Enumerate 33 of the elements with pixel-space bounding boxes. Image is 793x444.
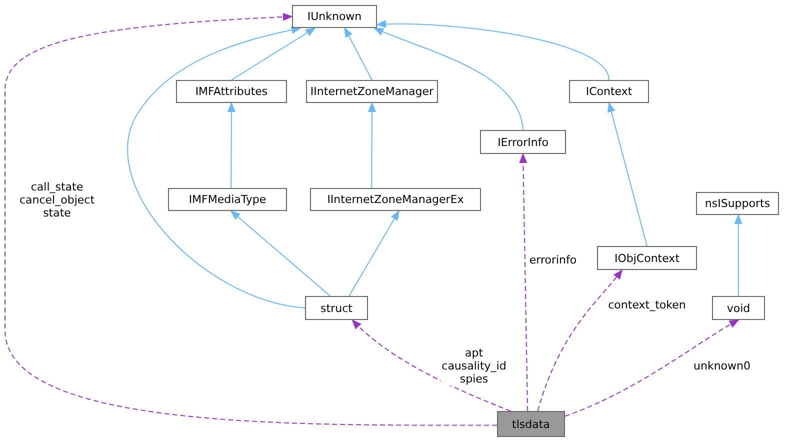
arrow — [344, 27, 372, 80]
arrow — [127, 26, 306, 308]
arrow — [231, 27, 316, 80]
dashed-arrow — [537, 269, 623, 412]
dashed-arrow — [4, 12, 498, 426]
class-box: IMFMediaType — [168, 188, 287, 211]
arrow — [734, 214, 742, 296]
class-box: IMFAttributes — [176, 80, 287, 103]
class-box: IContext — [569, 80, 649, 103]
arrow — [607, 102, 648, 246]
arrow — [348, 210, 400, 296]
class-box: nsISupports — [696, 192, 779, 215]
class-box: IErrorInfo — [480, 130, 566, 154]
class-box: tlsdata — [497, 411, 565, 437]
edge-label: errorinfo — [528, 254, 578, 266]
class-box: IObjContext — [597, 246, 697, 270]
class-box: IUnknown — [292, 5, 377, 28]
class-box: struct — [305, 296, 368, 320]
edge-label: call_state cancel_object state — [18, 180, 96, 220]
edge-label: unknown0 — [692, 360, 752, 372]
dashed-arrow — [352, 319, 512, 412]
edge-label: context_token — [607, 298, 687, 312]
dashed-arrow — [519, 153, 528, 412]
arrow — [230, 210, 331, 296]
arrow — [376, 20, 610, 80]
arrow — [368, 102, 376, 188]
class-box: IInternetZoneManagerEx — [310, 188, 481, 211]
dashed-arrow — [564, 320, 740, 417]
arrow — [227, 102, 236, 188]
class-box: void — [712, 296, 765, 320]
arrow — [373, 28, 524, 130]
edge-label: apt causality_id spies — [440, 346, 508, 386]
class-box: IInternetZoneManager — [306, 80, 438, 103]
